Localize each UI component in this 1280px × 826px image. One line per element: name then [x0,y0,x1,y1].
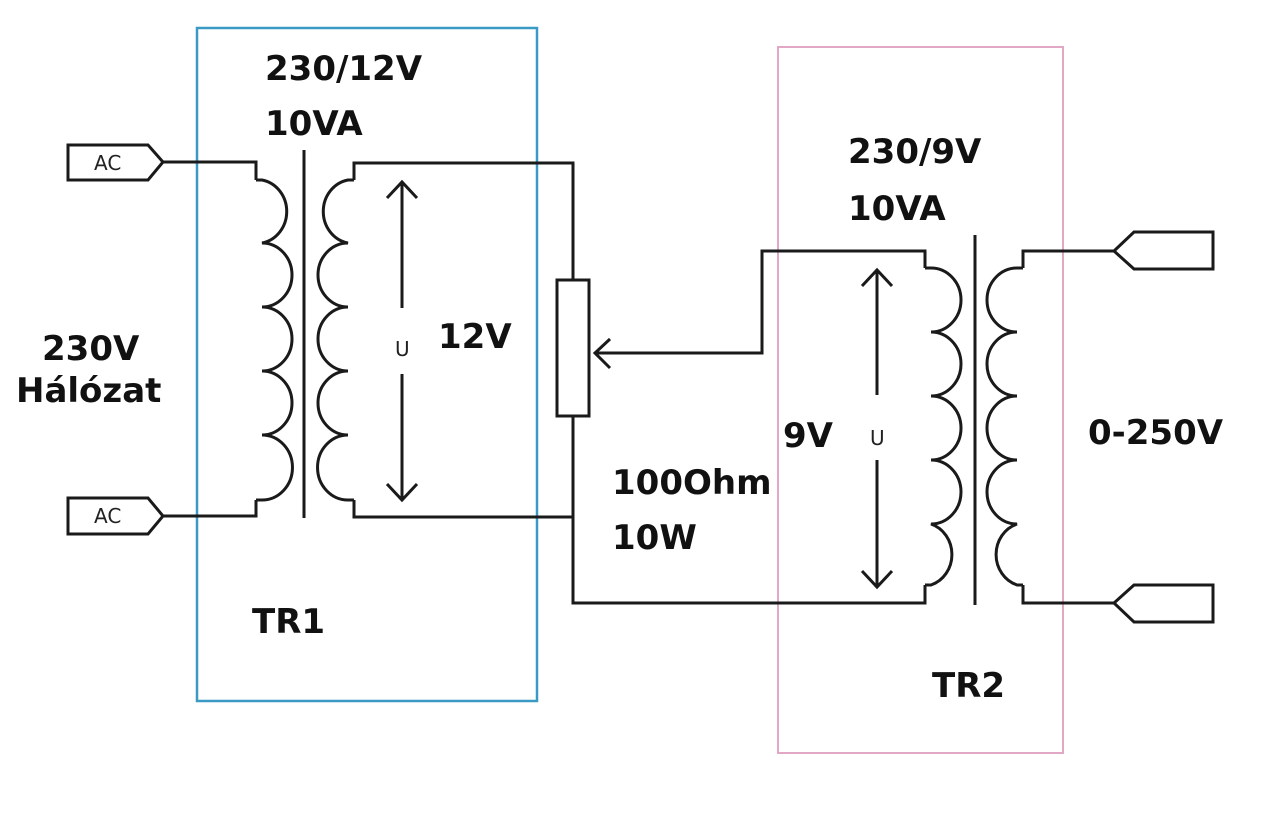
tr2-secondary-winding [985,266,1023,587]
wire-input-top [163,160,258,180]
potentiometer-body [555,278,591,418]
input-voltage-label: 230V [42,329,140,369]
wire-tr1-secondary-top [352,161,575,280]
output-voltage-label: 0-250V [1088,413,1224,453]
wire-input-bottom [163,500,258,518]
tr1-secondary-voltage: 12V [438,317,512,357]
wire-tr2-out-bottom [1021,585,1114,605]
svg-text:U: U [395,337,410,361]
tr2-primary-voltage: 9V [783,416,834,456]
potentiometer-wiper-arrow [592,249,927,370]
wire-pot-bottom [571,416,927,605]
tr1-rating-line2: 10VA [265,104,363,144]
tr2-rating-line2: 10VA [848,189,946,229]
tr1-name: TR1 [252,602,325,642]
tr1-frame [195,26,539,703]
potentiometer-power: 10W [612,518,697,558]
wire-tr1-secondary-bottom [352,500,573,519]
tr2-voltage-arrow: U [860,267,894,590]
svg-text:U: U [870,426,885,450]
tr1-rating-line1: 230/12V [265,49,423,89]
tr1-secondary-winding [316,178,354,502]
svg-text:AC: AC [94,504,121,528]
tr2-frame [777,46,1064,754]
tr2-rating-line1: 230/9V [848,132,982,172]
svg-text:AC: AC [94,151,121,175]
tr2-name: TR2 [932,666,1005,706]
input-network-label: Hálózat [16,371,161,411]
ac-terminal-bottom: AC [66,496,165,536]
tr1-voltage-arrow: U [385,179,419,503]
tr2-primary-winding [925,266,963,587]
ac-terminal-top: AC [66,143,165,182]
output-terminal-top [1111,230,1215,271]
output-terminal-bottom [1111,583,1215,624]
potentiometer-resistance: 100Ohm [612,463,772,503]
wire-tr2-out-top [1021,249,1114,268]
tr1-primary-winding [256,178,294,502]
